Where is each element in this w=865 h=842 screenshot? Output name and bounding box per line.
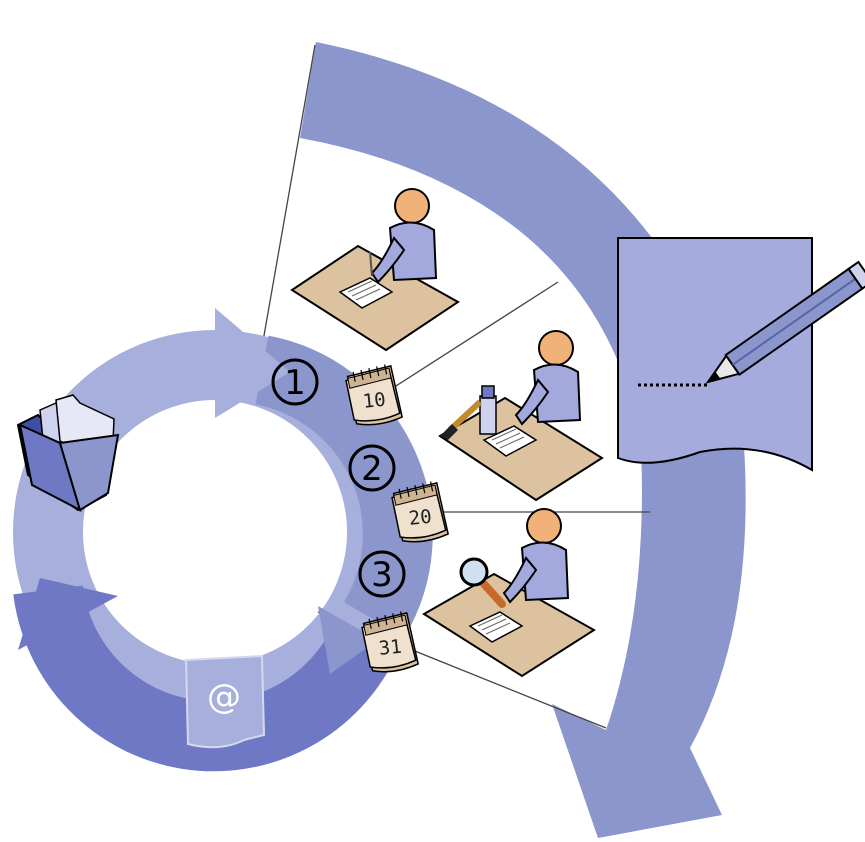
email-symbol: @: [207, 677, 241, 717]
email-icon: @: [186, 656, 264, 747]
calendar-day-2: 20: [408, 506, 433, 530]
step-1-number: 1: [284, 363, 306, 403]
step-2-number: 2: [361, 449, 383, 489]
step-3-number: 3: [371, 555, 393, 595]
step-3-badge: 3: [360, 552, 404, 596]
calendar-day-3: 31: [378, 636, 403, 660]
step-2-badge: 2: [350, 446, 394, 490]
step-1-badge: 1: [273, 360, 317, 404]
calendar-day-1: 10: [362, 389, 387, 413]
document-icon: [618, 238, 812, 470]
